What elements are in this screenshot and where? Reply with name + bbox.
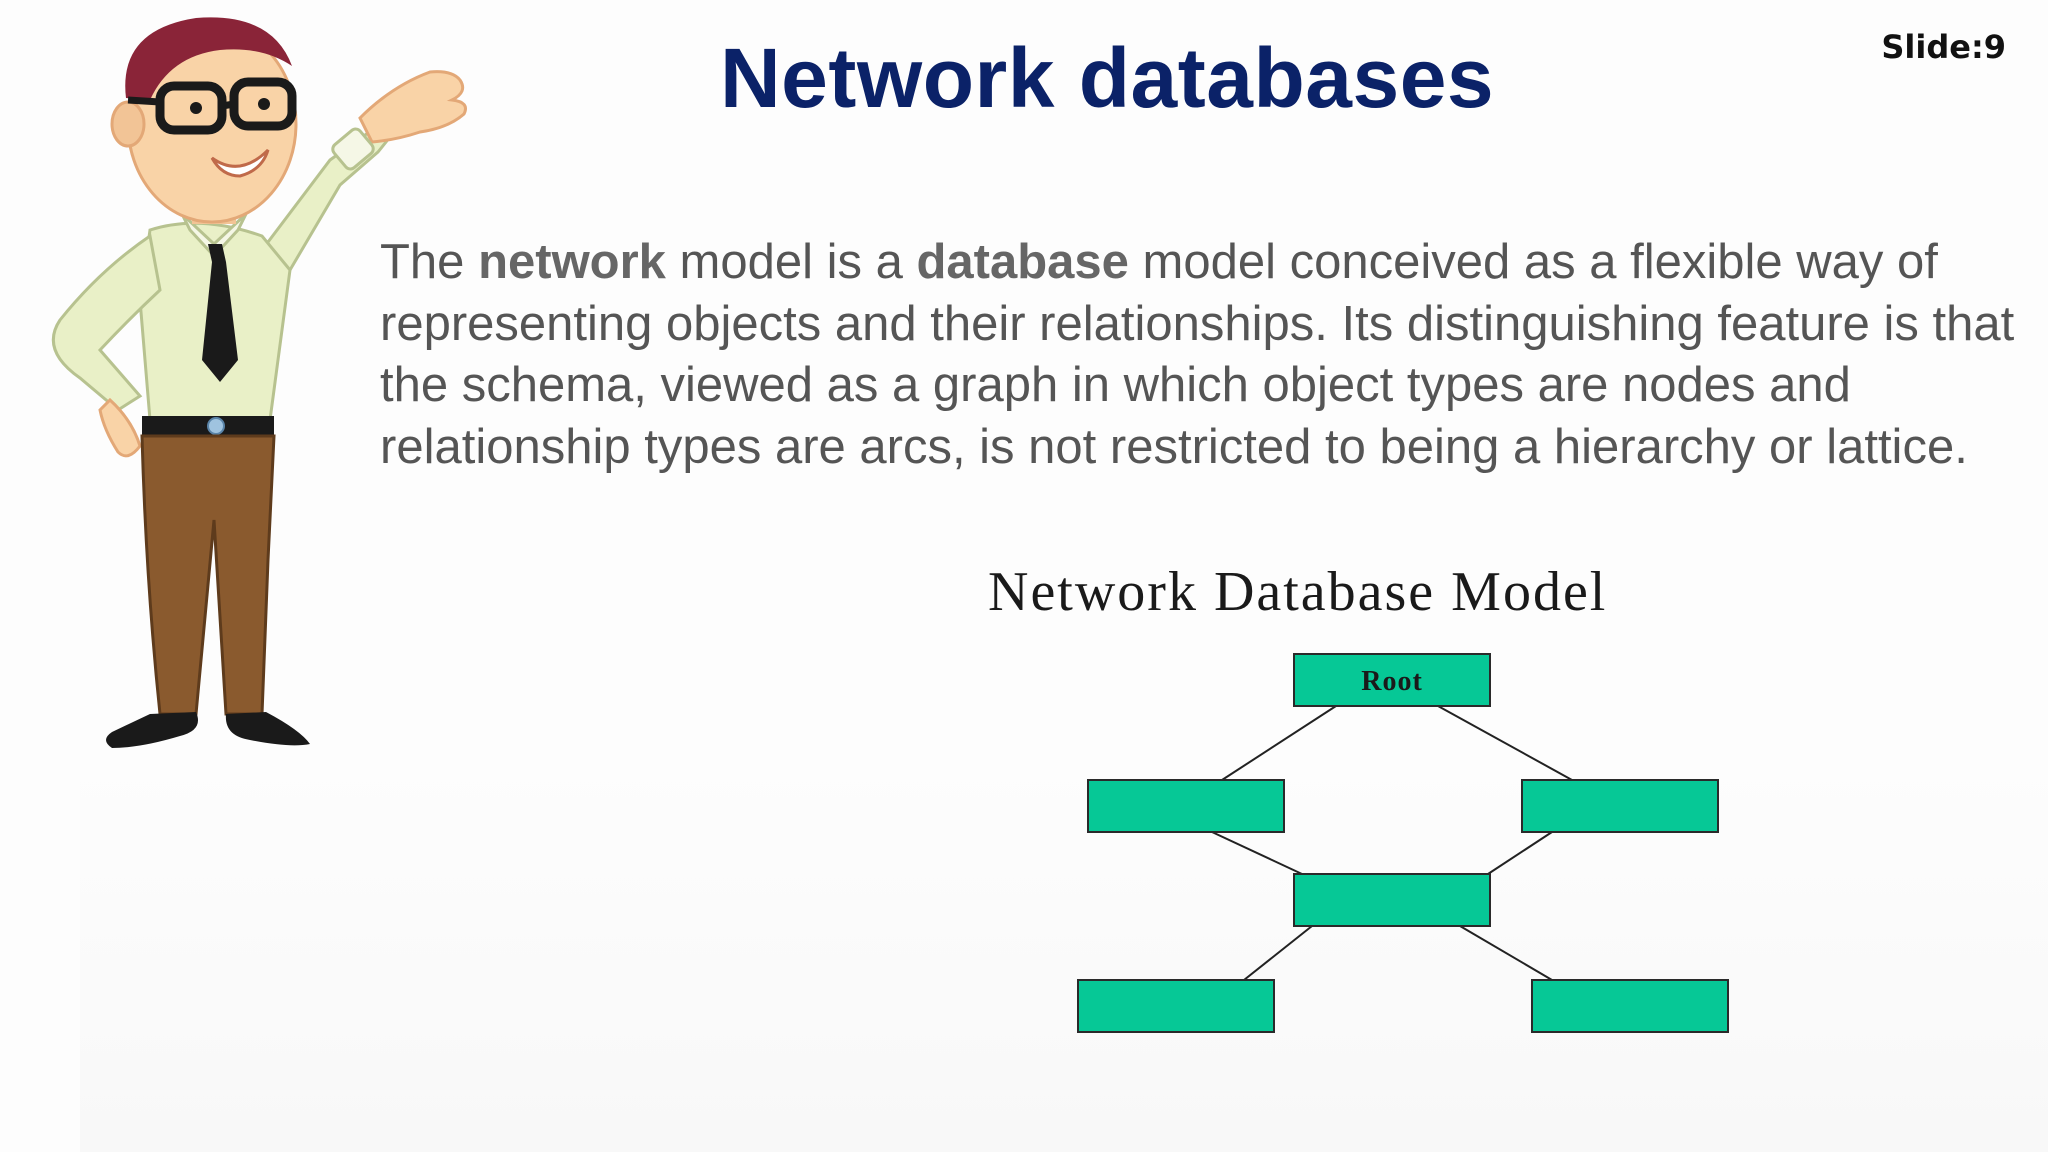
bold-term: network: [478, 235, 666, 289]
background-shade: [80, 760, 2048, 1152]
bold-term: database: [916, 235, 1129, 289]
paragraph-text: model is a: [665, 235, 917, 289]
presenter-character-icon: [51, 17, 467, 748]
root-node: [1293, 653, 1491, 707]
diagram-title: Network Database Model: [988, 561, 1608, 623]
root-node-label: Root: [1361, 666, 1423, 697]
body-paragraph: The network model is a database model co…: [380, 232, 2030, 478]
slide-title: Network databases: [720, 31, 1495, 125]
slide-number: Slide:9: [1881, 28, 2006, 66]
paragraph-text: The: [380, 235, 479, 289]
paragraph-text: model conceived as a flexible way of rep…: [380, 235, 2015, 474]
